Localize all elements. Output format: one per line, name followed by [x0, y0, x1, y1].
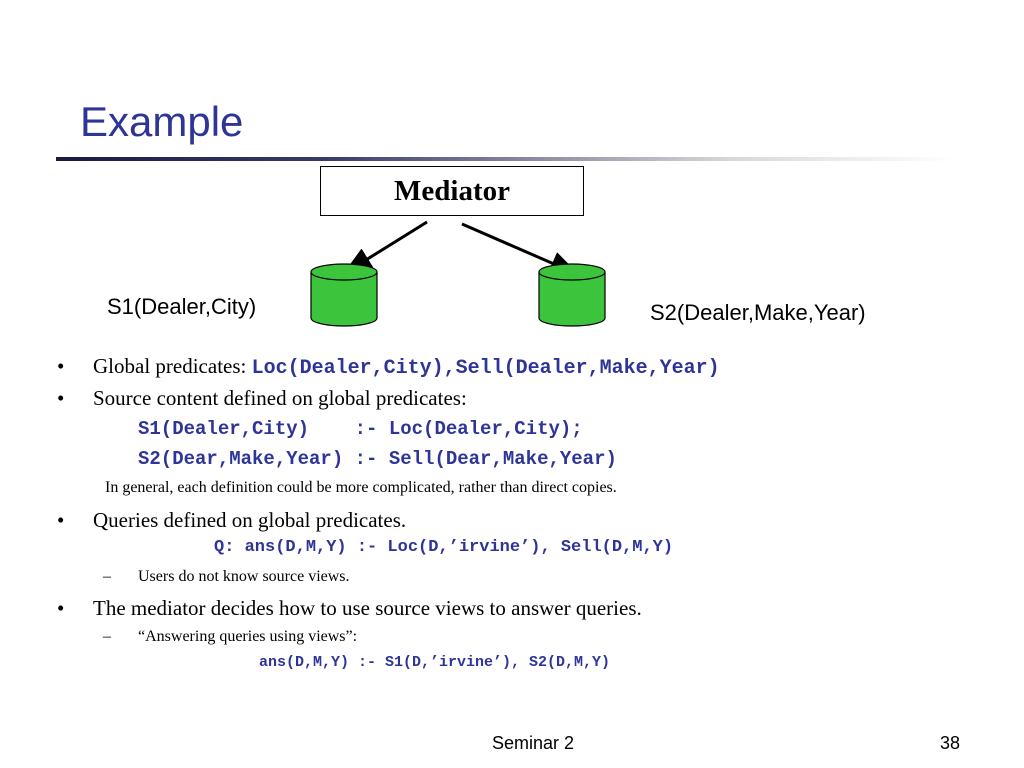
sub-bullet-marker: –	[103, 568, 111, 585]
bullet-marker: •	[57, 596, 65, 620]
footer-seminar: Seminar 2	[492, 733, 575, 753]
sub-bullet-marker: –	[103, 628, 111, 645]
mediator-label: Mediator	[394, 175, 510, 207]
definition-note: In general, each definition could be mor…	[105, 479, 617, 496]
query-code: Q: ans(D,M,Y) :- Loc(D,’irvine’), Sell(D…	[214, 538, 674, 557]
bullet-global-predicates: Global predicates: Loc(Dealer,City),Sell…	[93, 354, 720, 380]
title-underline	[56, 157, 956, 161]
bullet-marker: •	[57, 354, 65, 378]
sub-bullet-answering: “Answering queries using views”:	[138, 628, 358, 645]
page-number: 38	[940, 733, 961, 753]
source1-definition-code: S1(Dealer,City) :- Loc(Dealer,City);	[138, 418, 583, 440]
source2-definition-code: S2(Dear,Make,Year) :- Sell(Dear,Make,Yea…	[138, 448, 617, 470]
source2-database-icon	[538, 263, 606, 327]
global-predicates-code: Loc(Dealer,City),Sell(Dealer,Make,Year)	[251, 357, 720, 380]
source1-label: S1(Dealer,City)	[107, 294, 257, 319]
bullet-queries: Queries defined on global predicates.	[93, 508, 407, 532]
bullet-marker: •	[57, 386, 65, 410]
bullet-mediator-decides: The mediator decides how to use source v…	[93, 596, 642, 620]
bullet-marker: •	[57, 508, 65, 532]
rewriting-code: ans(D,M,Y) :- S1(D,’irvine’), S2(D,M,Y)	[259, 654, 611, 671]
mediator-box: Mediator	[320, 166, 584, 216]
source2-label: S2(Dealer,Make,Year)	[650, 300, 866, 325]
slide-title: Example	[80, 98, 244, 145]
bullet-source-content: Source content defined on global predica…	[93, 386, 467, 410]
sub-bullet-users: Users do not know source views.	[138, 568, 350, 585]
bullet-text: Global predicates:	[93, 354, 252, 378]
source1-database-icon	[310, 263, 378, 327]
